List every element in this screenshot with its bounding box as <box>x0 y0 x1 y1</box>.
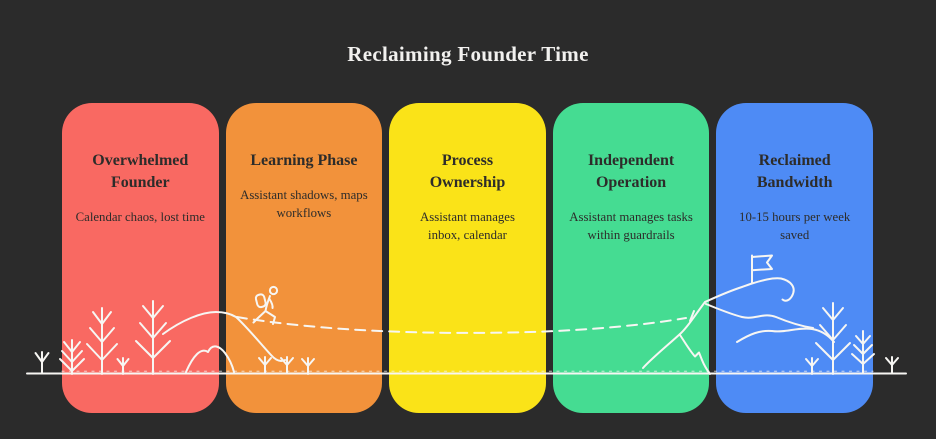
stage-title: Process Ownership <box>429 152 506 192</box>
stage-title: Reclaimed Bandwidth <box>756 152 833 192</box>
stage-title: Independent Operation <box>587 152 675 192</box>
stage-description: 10-15 hours per week saved <box>739 210 851 243</box>
stage-description: Assistant manages inbox, calendar <box>420 210 515 243</box>
stage-description: Assistant shadows, maps workflows <box>240 188 368 221</box>
stage-description: Assistant manages tasks within guardrail… <box>569 210 693 243</box>
stage-title: Learning Phase <box>250 152 358 169</box>
sprout-icon <box>36 352 49 373</box>
stage-description: Calendar chaos, lost time <box>75 210 205 225</box>
stage-title: Overwhelmed Founder <box>92 152 189 192</box>
stage-card-1: Overwhelmed Founder Calendar chaos, lost… <box>62 103 219 413</box>
page-title: Reclaiming Founder Time <box>347 42 589 66</box>
stage-card-4: Independent Operation Assistant manages … <box>552 103 710 413</box>
stage-card-3: Process Ownership Assistant manages inbo… <box>389 103 546 413</box>
stage-card-5: Reclaimed Bandwidth 10-15 hours per week… <box>716 103 873 413</box>
stage-cards-row: Overwhelmed Founder Calendar chaos, lost… <box>62 103 873 413</box>
stage-card-2: Learning Phase Assistant shadows, maps w… <box>225 103 383 413</box>
sprout-icon <box>886 357 898 373</box>
